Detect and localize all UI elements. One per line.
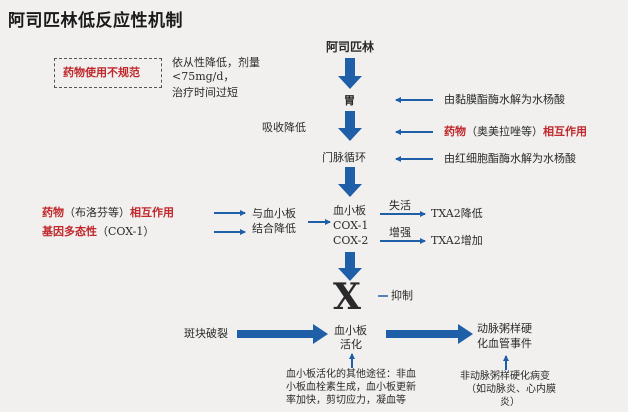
other-pathways-2: 小板血栓素生成，血小板更新 — [286, 382, 416, 393]
misuse-note-1: 依从性降低，剂量 — [172, 56, 260, 69]
right-incoming-arrows — [395, 97, 433, 162]
left-drug-interaction: 药物（布洛芬等）相互作用 — [42, 206, 174, 220]
non-ath-1: 非动脉粥样硬化病变 — [460, 371, 550, 382]
left-gene: 基因多态性（COX-1） — [42, 225, 154, 239]
mucosa-label: 由黏膜酯酶水解为水杨酸 — [444, 93, 565, 106]
right-drug-mid: （奥美拉唑等） — [466, 125, 543, 138]
arrow-activation-to-events — [386, 324, 473, 344]
left-drug-red: 药物 — [42, 206, 64, 219]
txa2-up-label: TXA2增加 — [431, 234, 483, 247]
misuse-box — [54, 58, 162, 88]
arrow-aspirin-to-stomach — [338, 58, 362, 89]
arrow-portal-to-platelet — [338, 167, 362, 197]
right-drug-interaction: 药物（奥美拉唑等）相互作用 — [444, 125, 587, 139]
node-stomach: 胃 — [344, 94, 355, 107]
node-events-line1: 动脉粥样硬 — [477, 322, 532, 335]
left-arrows — [214, 210, 331, 235]
other-pathways-1: 血小板活化的其他途径：非血 — [286, 369, 416, 380]
inhibit-label: 抑制 — [391, 289, 413, 302]
main-down-arrows — [338, 58, 362, 281]
node-platelet-cox2: COX-2 — [333, 234, 369, 247]
left-drug-mid: （布洛芬等） — [64, 206, 130, 219]
absorption-label: 吸收降低 — [262, 121, 306, 134]
enhance-label: 增强 — [389, 226, 411, 239]
arrow-plaque-to-activation — [237, 324, 328, 344]
node-x-mark: X — [333, 276, 361, 318]
arrow-stomach-to-portal — [338, 111, 362, 141]
platelet-outgoing-arrows — [380, 211, 426, 244]
node-activation-line2: 活化 — [340, 338, 362, 351]
misuse-note-3: 治疗时间过短 — [172, 86, 238, 99]
node-platelet-cox1: COX-1 — [333, 219, 369, 232]
node-events-line2: 化血管事件 — [477, 337, 532, 350]
inactivate-label: 失活 — [389, 199, 411, 212]
node-portal: 门脉循环 — [322, 151, 366, 164]
non-ath-3: 炎） — [500, 397, 520, 408]
plaque-label: 斑块破裂 — [184, 327, 228, 340]
left-drug-red2: 相互作用 — [130, 206, 174, 219]
txa2-low-label: TXA2降低 — [431, 207, 483, 220]
activation-arrows — [237, 324, 473, 344]
page-title: 阿司匹林低反应性机制 — [8, 11, 183, 31]
misuse-note-2: <75mg/d， — [172, 70, 235, 83]
right-drug-red: 药物 — [444, 125, 466, 138]
bind-line1: 与血小板 — [252, 207, 296, 220]
non-ath-2: （如动脉炎、心内膜 — [466, 384, 556, 395]
node-activation-line1: 血小板 — [334, 324, 367, 337]
bind-line2: 结合降低 — [252, 222, 296, 235]
other-pathways-3: 率加快，剪切应力，凝血等 — [286, 395, 406, 406]
misuse-box-label: 药物使用不规范 — [63, 66, 140, 79]
left-gene-mid: （COX-1） — [97, 225, 155, 238]
upward-arrows — [349, 353, 509, 370]
left-gene-red: 基因多态性 — [42, 225, 97, 238]
node-platelet-label: 血小板 — [333, 204, 366, 217]
rbc-label: 由红细胞酯酶水解为水杨酸 — [444, 152, 576, 165]
right-drug-red2: 相互作用 — [543, 125, 587, 138]
node-aspirin: 阿司匹林 — [326, 40, 375, 54]
arrow-platelet-to-x — [338, 252, 362, 281]
